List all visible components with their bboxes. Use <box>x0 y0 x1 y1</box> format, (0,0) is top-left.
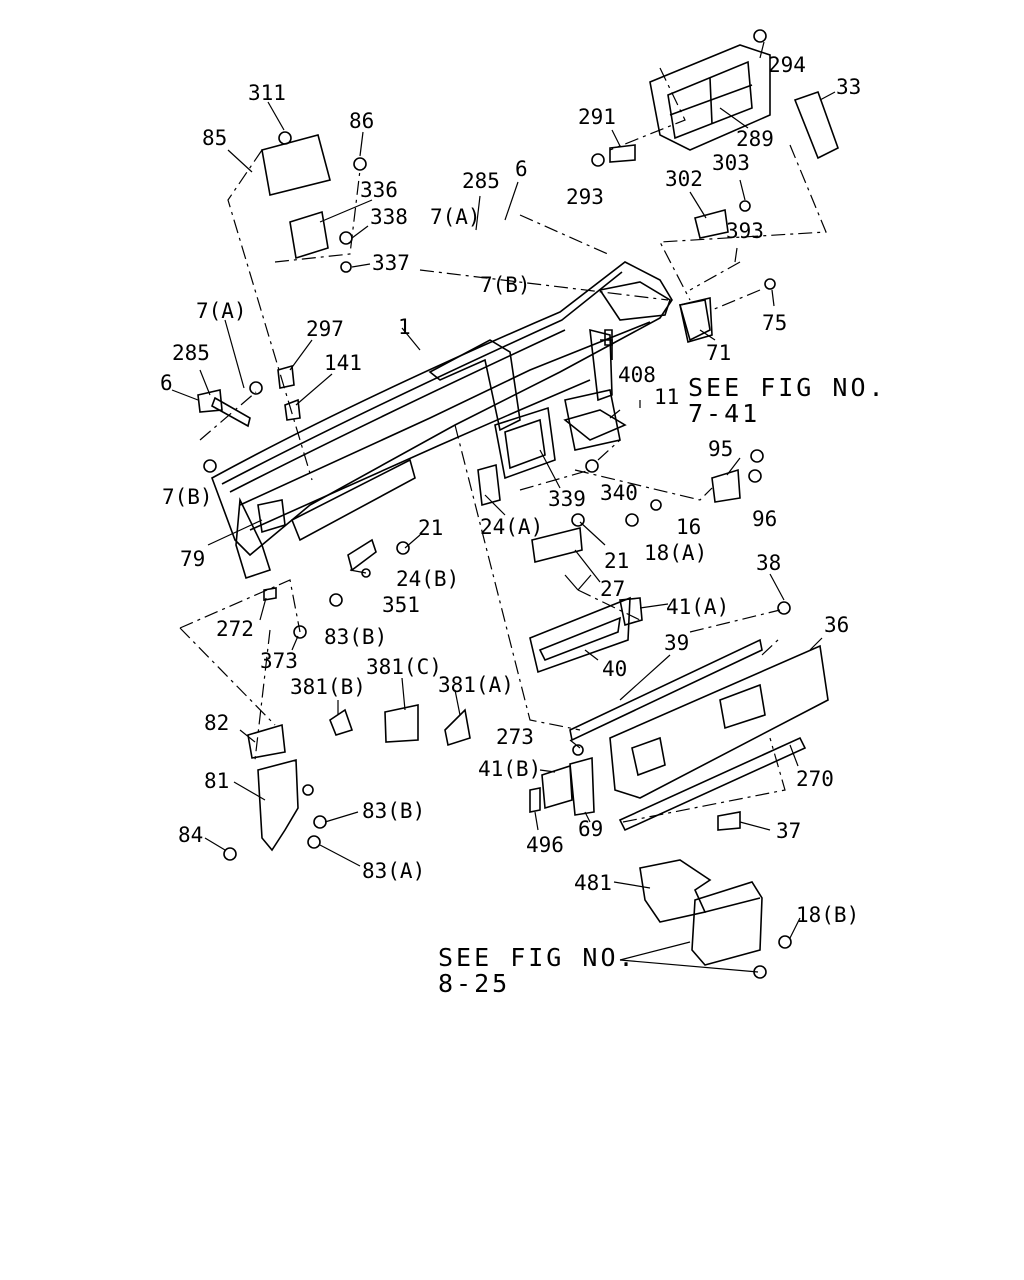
fig-ref-7-41-line2: 7-41 <box>688 399 760 428</box>
center-vent-grille <box>591 29 839 239</box>
callout-6-left: 6 <box>160 371 173 395</box>
callout-6-top: 6 <box>515 157 528 181</box>
callout-297: 297 <box>306 317 344 341</box>
callout-1: 1 <box>398 315 411 339</box>
instrument-panel-frame <box>211 261 711 580</box>
callout-81: 81 <box>204 769 229 793</box>
callout-289: 289 <box>736 127 774 151</box>
lower-left-bracket <box>223 723 327 861</box>
fig-ref-8-25-line1: SEE FIG NO. <box>438 943 637 972</box>
callout-373: 373 <box>260 649 298 673</box>
upper-left-bracket <box>261 131 367 273</box>
callout-311: 311 <box>248 81 286 105</box>
callout-96: 96 <box>752 507 777 531</box>
callout-381c: 381(C) <box>366 655 442 679</box>
callout-95: 95 <box>708 437 733 461</box>
control-module-481 <box>639 859 792 979</box>
callout-18b: 18(B) <box>796 903 859 927</box>
callout-24a: 24(A) <box>480 515 543 539</box>
callout-16: 16 <box>676 515 701 539</box>
callout-21-left: 21 <box>418 516 443 540</box>
callout-39: 39 <box>664 631 689 655</box>
callout-7a-left: 7(A) <box>196 299 247 323</box>
callout-38: 38 <box>756 551 781 575</box>
glove-box-assembly <box>529 596 829 832</box>
callout-285-left: 285 <box>172 341 210 365</box>
callout-291: 291 <box>578 105 616 129</box>
callout-293: 293 <box>566 185 604 209</box>
callout-83a: 83(A) <box>362 859 425 883</box>
callout-37: 37 <box>776 819 801 843</box>
callout-285-top: 285 <box>462 169 500 193</box>
center-lower-brackets <box>263 459 662 639</box>
callout-141: 141 <box>324 351 362 375</box>
figure-references: SEE FIG NO. 7-41 SEE FIG NO. 8-25 <box>438 373 887 998</box>
callout-84: 84 <box>178 823 203 847</box>
left-side-brackets <box>197 364 301 473</box>
callout-303: 303 <box>712 151 750 175</box>
callout-7b-left: 7(B) <box>162 485 213 509</box>
callout-481: 481 <box>574 871 612 895</box>
callout-69: 69 <box>578 817 603 841</box>
callout-33: 33 <box>836 75 861 99</box>
callout-339: 339 <box>548 487 586 511</box>
callout-27: 27 <box>600 577 625 601</box>
callout-40: 40 <box>602 657 627 681</box>
callout-294: 294 <box>768 53 806 77</box>
relationship-lines <box>179 67 827 823</box>
diagram-line-art <box>171 29 839 979</box>
callout-340: 340 <box>600 481 638 505</box>
callout-36: 36 <box>824 613 849 637</box>
callout-21-center: 21 <box>604 549 629 573</box>
callout-7a-top: 7(A) <box>430 205 481 229</box>
leader-lines <box>171 41 836 973</box>
callout-302: 302 <box>665 167 703 191</box>
callout-83b-bottom: 83(B) <box>362 799 425 823</box>
callout-18a: 18(A) <box>644 541 707 565</box>
callout-86: 86 <box>349 109 374 133</box>
callout-381a: 381(A) <box>438 673 514 697</box>
callout-85: 85 <box>202 126 227 150</box>
callout-75: 75 <box>762 311 787 335</box>
callout-labels: 311 86 85 336 338 337 294 33 291 289 293… <box>160 53 861 927</box>
callout-79: 79 <box>180 547 205 571</box>
callout-272: 272 <box>216 617 254 641</box>
callout-351: 351 <box>382 593 420 617</box>
callout-336: 336 <box>360 178 398 202</box>
callout-393: 393 <box>726 219 764 243</box>
callout-338: 338 <box>370 205 408 229</box>
callout-41a: 41(A) <box>666 595 729 619</box>
callout-496: 496 <box>526 833 564 857</box>
callout-11: 11 <box>654 385 679 409</box>
callout-83b-top: 83(B) <box>324 625 387 649</box>
callout-41b: 41(B) <box>478 757 541 781</box>
callout-71: 71 <box>706 341 731 365</box>
callout-7b-top: 7(B) <box>480 273 531 297</box>
callout-337: 337 <box>372 251 410 275</box>
callout-24b: 24(B) <box>396 567 459 591</box>
fig-ref-8-25-line2: 8-25 <box>438 969 510 998</box>
callout-273: 273 <box>496 725 534 749</box>
callout-82: 82 <box>204 711 229 735</box>
callout-270: 270 <box>796 767 834 791</box>
callout-381b: 381(B) <box>290 675 366 699</box>
callout-408: 408 <box>618 363 656 387</box>
fig-ref-7-41-line1: SEE FIG NO. <box>688 373 887 402</box>
clips-381 <box>329 704 471 747</box>
